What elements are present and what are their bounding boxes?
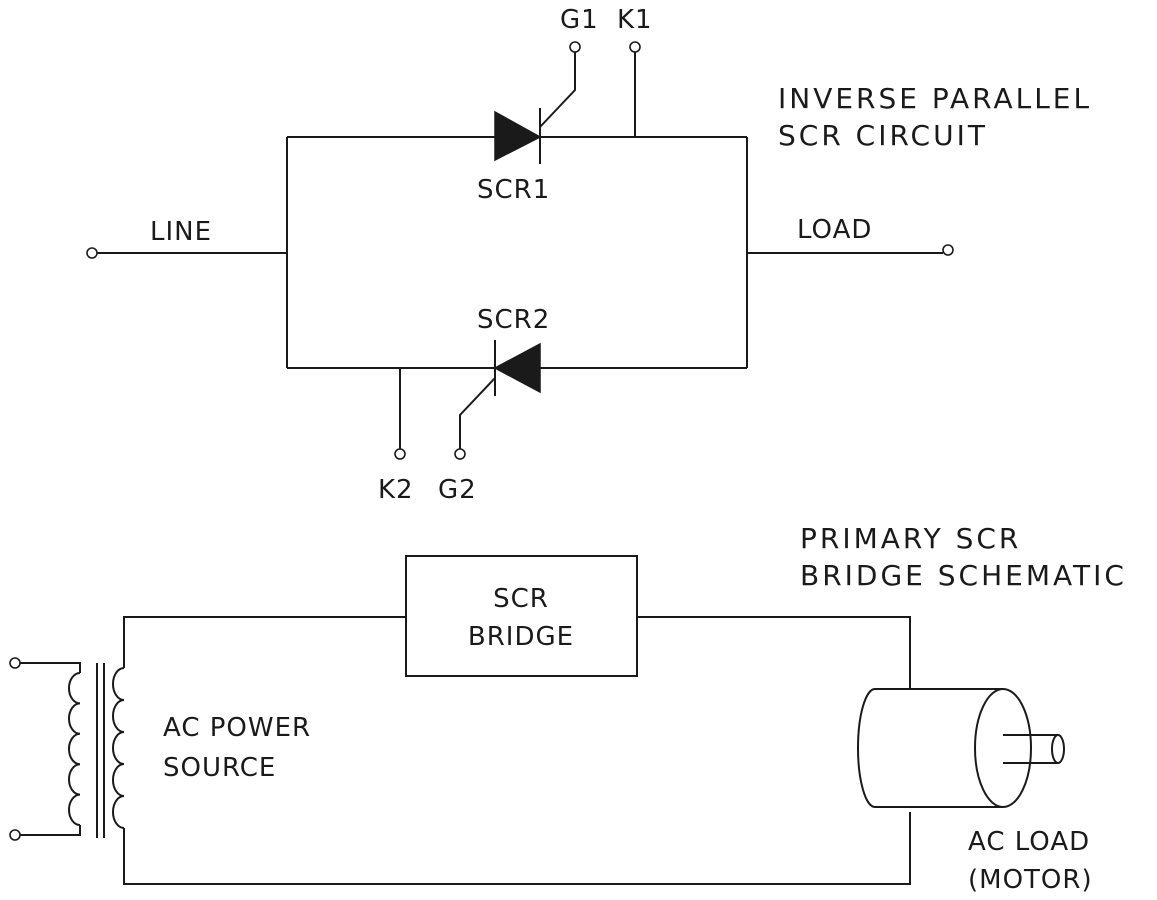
load-label-line2: (MOTOR) (968, 865, 1093, 895)
g1-label: G1 (560, 5, 599, 35)
transformer-icon (68, 663, 125, 838)
loop-top-right (637, 616, 911, 690)
load-label: LOAD (797, 215, 872, 245)
k1-label: K1 (617, 5, 653, 35)
g2-label: G2 (438, 475, 477, 505)
scr1-symbol (494, 41, 641, 164)
load-label-line1: AC LOAD (968, 827, 1090, 857)
primary-winding (68, 672, 81, 826)
k2-terminal (394, 448, 406, 460)
primary-scr-bridge-schematic: PRIMARY SCR BRIDGE SCHEMATIC SCR BRIDGE … (9, 522, 1127, 895)
top-title-line2: SCR CIRCUIT (778, 119, 988, 152)
source-label-line2: SOURCE (163, 753, 276, 783)
motor-shaft-end (1051, 734, 1065, 764)
line-terminal (86, 247, 98, 259)
scr2-symbol (394, 340, 541, 460)
scr1-anode-triangle (494, 110, 542, 162)
scr2-anode-triangle (493, 342, 541, 394)
scr2-label: SCR2 (477, 305, 550, 335)
source-label-line1: AC POWER (163, 713, 311, 743)
source-lead-top (20, 662, 81, 673)
load-terminal (942, 244, 954, 256)
scr-bridge-box (405, 555, 638, 677)
bridge-label-line1: SCR (493, 584, 549, 614)
source-terminal-top (9, 657, 21, 669)
bottom-title-line2: BRIDGE SCHEMATIC (800, 559, 1127, 592)
g2-terminal (454, 448, 466, 460)
motor-icon (857, 688, 1065, 808)
bridge-label-line2: BRIDGE (468, 622, 574, 652)
scr1-label: SCR1 (477, 175, 550, 205)
inverse-parallel-scr-circuit: INVERSE PARALLEL SCR CIRCUIT LINE LOAD G… (86, 5, 1092, 505)
secondary-winding (112, 667, 125, 829)
source-lead-bottom (20, 825, 81, 836)
source-terminal-bottom (9, 829, 21, 841)
top-title-line1: INVERSE PARALLEL (778, 82, 1092, 115)
g1-terminal (569, 41, 581, 53)
loop-top-left (123, 616, 406, 668)
scr2-gate-lead (459, 377, 496, 450)
bottom-title-line1: PRIMARY SCR (800, 522, 1021, 555)
k1-terminal (629, 41, 641, 53)
k2-label: K2 (378, 475, 414, 505)
line-label: LINE (150, 217, 212, 247)
motor-front-face (974, 688, 1032, 808)
scr1-gate-lead (539, 51, 576, 128)
loop-bottom (123, 812, 911, 885)
